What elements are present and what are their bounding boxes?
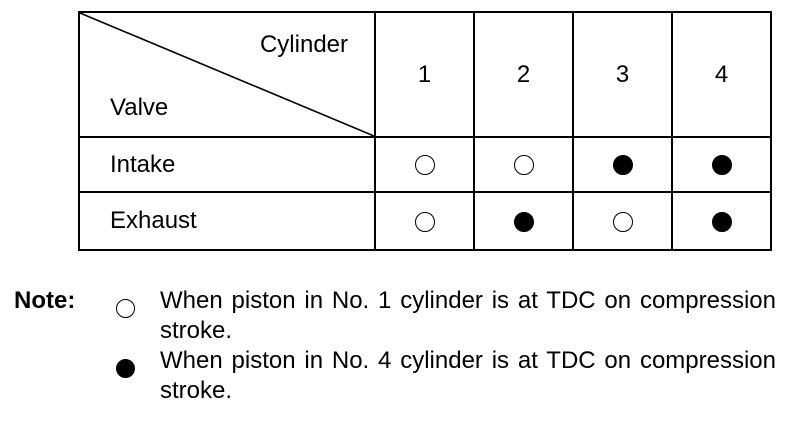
valve-state-marker <box>513 211 534 232</box>
table-cell <box>374 136 475 193</box>
row-label-exhaust: Exhaust <box>78 191 376 251</box>
table-cell <box>671 136 772 193</box>
note-label: Note: <box>14 287 76 314</box>
cylinder-number-header: 2 <box>473 11 574 138</box>
open-circle-icon <box>116 299 135 319</box>
diagonal-divider <box>80 13 374 136</box>
note-item: When piston in No. 4 cylinder is at TDC … <box>14 346 784 406</box>
note-symbol <box>116 293 135 323</box>
valve-state-marker <box>414 155 435 176</box>
valve-header-label: Valve <box>110 94 169 121</box>
valve-clearance-table: Cylinder Valve 1 2 3 4 Intake Exhaust <box>78 11 772 251</box>
valve-state-marker <box>612 155 633 176</box>
note-text: When piston in No. 1 cylinder is at TDC … <box>160 287 776 344</box>
valve-state-marker <box>711 211 732 232</box>
filled-circle-icon <box>116 359 135 379</box>
cylinder-number-header: 4 <box>671 11 772 138</box>
note-text: When piston in No. 4 cylinder is at TDC … <box>160 347 776 404</box>
corner-header-cell: Cylinder Valve <box>78 11 376 138</box>
notes-section: Note: When piston in No. 1 cylinder is a… <box>14 286 784 406</box>
table-cell <box>572 136 673 193</box>
valve-state-marker <box>612 211 633 232</box>
cylinder-header-label: Cylinder <box>259 31 348 58</box>
cylinder-number-header: 1 <box>374 11 475 138</box>
table-cell <box>473 191 574 251</box>
table-cell <box>473 136 574 193</box>
valve-state-marker <box>414 211 435 232</box>
table-cell <box>374 191 475 251</box>
cylinder-number-header: 3 <box>572 11 673 138</box>
note-symbol <box>116 353 135 383</box>
table-row-intake: Intake <box>78 136 772 193</box>
table-row-exhaust: Exhaust <box>78 191 772 251</box>
row-label-intake: Intake <box>78 136 376 193</box>
valve-state-marker <box>513 155 534 176</box>
table-cell <box>572 191 673 251</box>
note-item: Note: When piston in No. 1 cylinder is a… <box>14 286 784 346</box>
table-cell <box>671 191 772 251</box>
table-header-row: Cylinder Valve 1 2 3 4 <box>78 11 772 138</box>
valve-state-marker <box>711 155 732 176</box>
